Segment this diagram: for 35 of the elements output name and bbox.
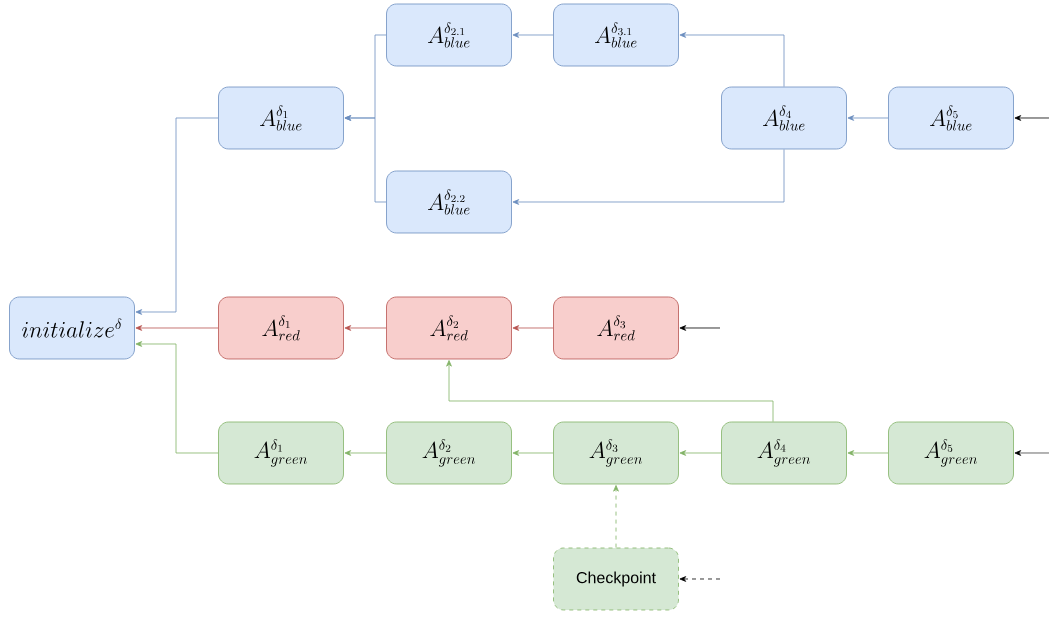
process-box: $A^{\delta_{2.2}}_{blue}$ [386, 170, 512, 234]
arrow [512, 32, 554, 38]
arrow [679, 32, 785, 87]
process-box: $A^{\delta_5}_{blue}$ [888, 86, 1014, 150]
arrow [613, 485, 619, 548]
arrow [344, 115, 387, 203]
arrow [512, 450, 554, 456]
process-box: $A^{\delta_{2.1}}_{blue}$ [386, 3, 512, 67]
process-box: $initialize^{\delta}$ [9, 296, 135, 360]
arrow [679, 325, 721, 331]
arrow [847, 450, 889, 456]
arrow [847, 115, 889, 121]
arrow [344, 450, 387, 456]
arrow [679, 576, 721, 582]
arrow [135, 341, 219, 454]
process-box: $A^{\delta_1}_{blue}$ [218, 86, 344, 150]
arrow [344, 325, 387, 331]
process-box: $A^{\delta_1}_{red}$ [218, 296, 344, 360]
arrow [512, 325, 554, 331]
process-box: $A^{\delta_1}_{green}$ [218, 421, 344, 485]
arrow [135, 325, 219, 331]
process-box: $A^{\delta_5}_{green}$ [888, 421, 1014, 485]
arrow [1014, 115, 1049, 121]
process-box: Checkpoint [553, 547, 679, 611]
process-box: $A^{\delta_4}_{green}$ [721, 421, 847, 485]
process-box: $A^{\delta_2}_{green}$ [386, 421, 512, 485]
process-box: $A^{\delta_3}_{green}$ [553, 421, 679, 485]
arrow [135, 117, 219, 315]
process-box: $A^{\delta_4}_{blue}$ [721, 86, 847, 150]
arrow [446, 360, 774, 422]
process-box: $A^{\delta_2}_{red}$ [386, 296, 512, 360]
arrow [679, 450, 722, 456]
process-box: $A^{\delta_3}_{red}$ [553, 296, 679, 360]
process-box: $A^{\delta_{3.1}}_{blue}$ [553, 3, 679, 67]
arrow [512, 149, 785, 205]
